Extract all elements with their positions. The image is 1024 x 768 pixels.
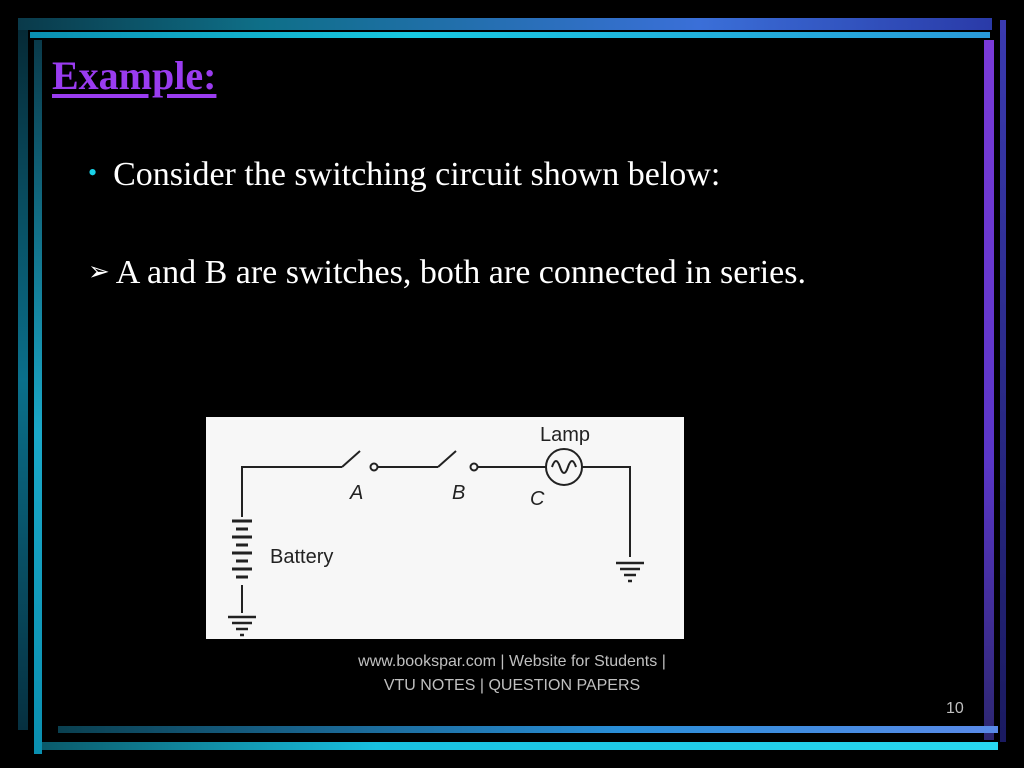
frame-bar-right xyxy=(984,40,994,740)
wire-lamp-ground xyxy=(582,466,631,557)
ground-icon xyxy=(616,561,644,583)
frame-bar-right-outer xyxy=(1000,20,1006,742)
frame-bar-left xyxy=(18,30,28,730)
footer-text: www.bookspar.com | Website for Students … xyxy=(358,653,666,694)
page-number: 10 xyxy=(946,700,964,717)
battery-label: Battery xyxy=(270,546,333,568)
bullet-dot-icon: • xyxy=(88,158,98,187)
lamp-symbol xyxy=(545,448,583,486)
frame-bar-top-inner xyxy=(30,32,990,38)
switch-a-contact xyxy=(369,462,379,472)
slide-title: Example: xyxy=(52,53,217,98)
ground-icon xyxy=(228,615,256,637)
bullet-item: • Consider the switching circuit shown be… xyxy=(88,156,720,194)
arrow-bullet-icon: ➢ xyxy=(88,257,110,286)
switch-b-contact xyxy=(469,462,479,472)
switch-b-blade xyxy=(437,450,457,468)
frame-bar-top xyxy=(18,18,992,30)
lamp-label: Lamp xyxy=(540,424,590,446)
node-c-label: C xyxy=(530,488,545,510)
frame-bar-bottom-outer xyxy=(42,742,998,750)
battery-symbol xyxy=(232,519,252,579)
circuit-diagram: Lamp A B C Battery xyxy=(206,417,684,639)
switch-a-blade xyxy=(341,450,361,468)
bullet-text: A and B are switches, both are connected… xyxy=(115,254,806,291)
switch-b-label: B xyxy=(452,482,465,504)
lamp-filament xyxy=(551,460,577,474)
bullet-text: Consider the switching circuit shown bel… xyxy=(113,156,721,193)
wire-left-top xyxy=(241,466,342,517)
bullet-item: ➢A and B are switches, both are connecte… xyxy=(88,254,806,292)
switch-a-label: A xyxy=(349,482,363,504)
frame-bar-left-inner xyxy=(34,40,42,754)
frame-bar-bottom xyxy=(58,726,998,733)
